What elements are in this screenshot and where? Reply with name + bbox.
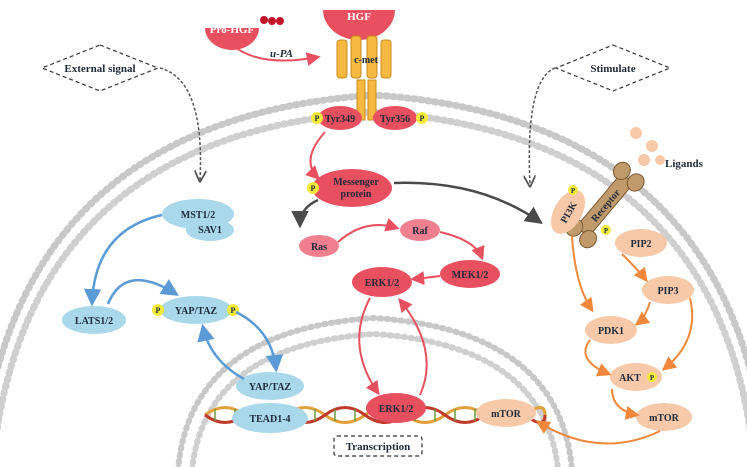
tead-node: TEAD1-4 (232, 403, 308, 433)
ras-label: Ras (311, 242, 327, 253)
svg-text:P: P (571, 187, 576, 195)
ras-node: Ras (299, 235, 339, 257)
erk-up-arrow (398, 297, 428, 396)
pdk1-node: PDK1 (585, 316, 637, 344)
stimulate-label: Stimulate (590, 63, 635, 75)
svg-text:P: P (315, 114, 320, 123)
transcription-box: Transcription (333, 435, 423, 457)
pip3-node: PIP3 (642, 276, 694, 304)
external-signal-arrow (159, 67, 201, 180)
mtor-dna-label: mTOR (491, 409, 522, 420)
sav-node: SAV1 (186, 219, 234, 241)
nucleus-to-yap-arrow (197, 323, 245, 381)
mek-to-erk-arrow (410, 271, 441, 286)
lats-to-yap-arrow (106, 278, 179, 305)
pip3-to-akt-arrow (661, 297, 694, 371)
akt-node: AKT (610, 363, 662, 391)
pip2-label: PIP2 (630, 239, 651, 250)
raf-node: Raf (400, 219, 440, 241)
p-badge-tyr356: P (416, 112, 428, 124)
upa-arrow (231, 44, 321, 66)
messenger-to-ras-arrow (291, 198, 319, 229)
p-badge-tyr349: P (311, 112, 323, 124)
mek-node: MEK1/2 (440, 260, 500, 288)
messenger-to-pi3k-arrow (393, 181, 543, 225)
stimulate-arrow (529, 67, 556, 185)
yap-to-nucleus-arrow (235, 310, 284, 373)
raf-label: Raf (412, 226, 428, 237)
tyr349-label: Tyr349 (325, 114, 355, 125)
ras-to-raf-arrow (337, 217, 400, 243)
svg-text:P: P (420, 114, 425, 123)
svg-text:P: P (604, 227, 609, 235)
pdk1-label: PDK1 (598, 326, 624, 337)
erk-top-node: ERK1/2 (352, 267, 412, 297)
erk-bottom-node: ERK1/2 (366, 393, 426, 423)
p-badge-receptor: P (601, 225, 611, 235)
erk-top-label: ERK1/2 (365, 278, 399, 289)
svg-text:P: P (156, 306, 161, 315)
mtor-right-node: mTOR (636, 403, 692, 431)
messenger-protein: Messenger protein (312, 169, 392, 207)
yap-top-label: YAP/TAZ (175, 306, 218, 317)
ligands-label: Ligands (665, 158, 704, 170)
lats-label: LATS1/2 (75, 316, 113, 327)
mtor-right-label: mTOR (649, 413, 680, 424)
mtor-dna-node: mTOR (476, 399, 536, 427)
transcription-label: Transcription (346, 441, 411, 453)
pdk1-to-akt-arrow (584, 339, 612, 377)
pip3-to-pdk1-arrow (634, 301, 651, 326)
svg-text:P: P (311, 184, 316, 193)
raf-to-mek-arrow (439, 231, 485, 261)
pip2-to-pip3-arrow (621, 253, 648, 283)
yap-top-node: YAP/TAZ (160, 296, 232, 324)
tyr356-node: Tyr356 (373, 106, 417, 130)
upa-label: u-PA (270, 48, 293, 60)
svg-text:P: P (650, 374, 655, 382)
p-badge-pi3k: P (568, 185, 578, 195)
messenger-label-1: Messenger (333, 177, 379, 188)
akt-to-mtor-arrow (611, 388, 640, 420)
c-met-label: c-met (354, 55, 379, 66)
tyr356-label: Tyr356 (380, 114, 410, 125)
sav-label: SAV1 (198, 225, 222, 236)
hgf: HGF (323, 10, 395, 40)
pip3-label: PIP3 (657, 286, 678, 297)
stimulate-node: Stimulate (554, 44, 672, 92)
hgf-label: HGF (347, 11, 371, 23)
lats-node: LATS1/2 (62, 306, 126, 334)
pip2-node: PIP2 (615, 229, 667, 257)
mst-to-lats-arrow (83, 213, 163, 307)
tyr349-node: Tyr349 (318, 106, 362, 130)
p-badge-yap-right: P (227, 304, 239, 316)
ligands: Ligands (630, 127, 704, 170)
mek-label: MEK1/2 (452, 270, 489, 281)
pro-hgf-label: Pro-HGF (210, 24, 255, 36)
yap-bottom-label: YAP/TAZ (249, 382, 292, 393)
p-badge-yap-left: P (152, 304, 164, 316)
akt-label: AKT (619, 373, 641, 384)
c-met-receptor: c-met (336, 35, 392, 121)
mst-label: MST1/2 (181, 210, 215, 221)
yap-bottom-node: YAP/TAZ (236, 372, 304, 400)
messenger-label-2: protein (341, 189, 372, 200)
pro-hgf: Pro-HGF (205, 16, 284, 50)
nuclear-membrane (175, 314, 575, 467)
pi3k-to-pdk1-arrow (571, 235, 594, 313)
svg-text:P: P (231, 306, 236, 315)
tead-label: TEAD1-4 (249, 414, 290, 425)
p-badge-akt: P (647, 372, 657, 382)
external-signal-label: External signal (64, 63, 135, 75)
erk-bottom-label: ERK1/2 (379, 404, 413, 415)
mtor-to-dna-arrow (535, 420, 661, 445)
external-signal-node: External signal (40, 44, 160, 92)
pi3k-node: PI3K (550, 190, 586, 234)
erk-down-arrow (358, 297, 380, 396)
p-badge-messenger: P (307, 182, 319, 194)
tyr-to-messenger-arrow (305, 131, 326, 180)
